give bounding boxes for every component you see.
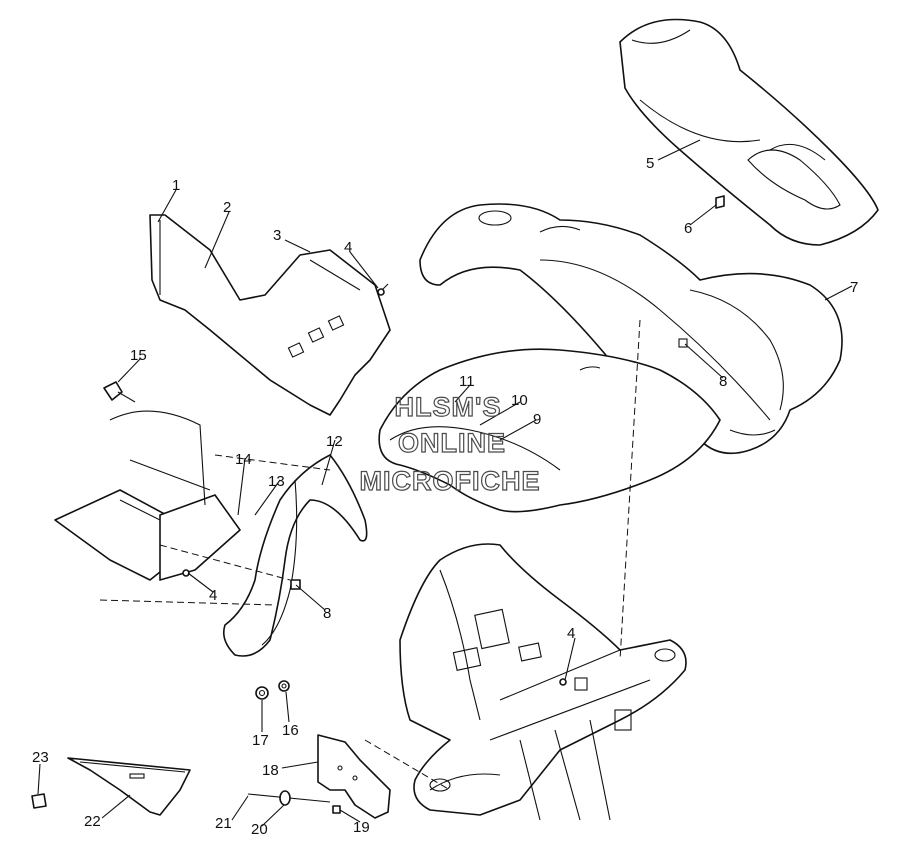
callout-20: 20 bbox=[251, 821, 268, 838]
callout-7: 7 bbox=[850, 279, 858, 296]
clip-fastener-6[interactable] bbox=[715, 195, 725, 209]
washer-fastener-16[interactable] bbox=[278, 680, 290, 692]
callout-8a: 8 bbox=[719, 373, 727, 390]
callout-labels: 1 2 3 4 5 6 7 8 9 10 11 12 13 14 15 4 8 … bbox=[32, 155, 858, 838]
rod-fastener-21-20[interactable] bbox=[247, 790, 331, 806]
footrest-part bbox=[54, 410, 331, 606]
leader-lines bbox=[37, 139, 853, 827]
callout-14: 14 bbox=[235, 451, 252, 468]
callout-3: 3 bbox=[273, 227, 281, 244]
screw-fastener-4b[interactable] bbox=[182, 569, 190, 577]
bolt-fastener-15[interactable] bbox=[103, 381, 136, 403]
callout-21: 21 bbox=[215, 815, 232, 832]
callout-13: 13 bbox=[268, 473, 285, 490]
nut-fastener-8[interactable] bbox=[290, 579, 301, 590]
callout-8b: 8 bbox=[323, 605, 331, 622]
side-panel-part[interactable] bbox=[149, 214, 391, 416]
seat-part[interactable] bbox=[619, 18, 879, 246]
callout-1: 1 bbox=[172, 177, 180, 194]
front-mudguard-part[interactable] bbox=[222, 454, 368, 657]
callout-6: 6 bbox=[684, 220, 692, 237]
callout-4b: 4 bbox=[209, 587, 217, 604]
callout-18: 18 bbox=[262, 762, 279, 779]
callout-4a: 4 bbox=[344, 239, 352, 256]
clip-fastener-19[interactable] bbox=[332, 805, 341, 814]
watermark-line3: MICROFICHE bbox=[360, 466, 541, 496]
splash-guard-part[interactable] bbox=[67, 757, 191, 816]
screw-fastener-4c[interactable] bbox=[559, 678, 567, 686]
callout-2: 2 bbox=[223, 199, 231, 216]
rear-fender-part[interactable] bbox=[419, 203, 843, 455]
callout-10: 10 bbox=[511, 392, 528, 409]
callout-16: 16 bbox=[282, 722, 299, 739]
bracket-plate-part[interactable] bbox=[317, 734, 391, 819]
callout-4c: 4 bbox=[567, 625, 575, 642]
callout-17: 17 bbox=[252, 732, 269, 749]
frame-part bbox=[364, 319, 687, 821]
callout-15: 15 bbox=[130, 347, 147, 364]
callout-9: 9 bbox=[533, 411, 541, 428]
watermark-line2: ONLINE bbox=[398, 428, 506, 458]
callout-23: 23 bbox=[32, 749, 49, 766]
callout-5: 5 bbox=[646, 155, 654, 172]
watermark-line1: HLSM'S bbox=[395, 392, 502, 422]
nut-fastener-17[interactable] bbox=[255, 686, 269, 700]
screw-fastener-4a[interactable] bbox=[377, 283, 389, 296]
bolt-fastener-23[interactable] bbox=[31, 793, 47, 809]
front-fender-part[interactable] bbox=[378, 348, 721, 513]
callout-11: 11 bbox=[459, 373, 475, 390]
callout-22: 22 bbox=[84, 813, 101, 830]
callout-12: 12 bbox=[326, 433, 343, 450]
callout-19: 19 bbox=[353, 819, 370, 836]
watermark: HLSM'S ONLINE MICROFICHE bbox=[359, 391, 541, 496]
